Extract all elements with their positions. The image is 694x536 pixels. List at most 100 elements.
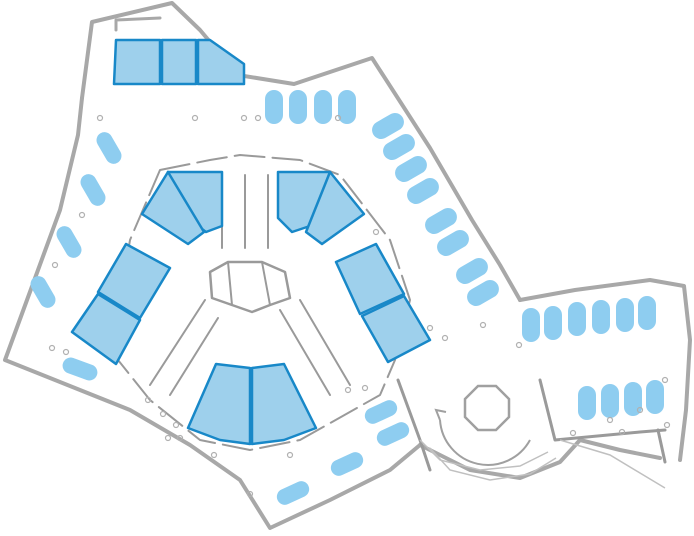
parking-slot [330, 452, 364, 476]
parking-slot [96, 132, 122, 164]
stair-outline [419, 439, 666, 489]
column-marker [344, 386, 352, 394]
column-marker [51, 261, 59, 269]
outer-wall-southeast [418, 438, 662, 480]
corridor-southwest-2 [169, 317, 219, 396]
outer-walls [3, 1, 692, 530]
column-marker [426, 324, 434, 332]
parking-slot [592, 300, 610, 334]
column-marker [172, 421, 180, 429]
room-ne-b [304, 170, 366, 246]
parking-slot [62, 357, 98, 381]
stair-line [419, 439, 549, 471]
parking-slot [638, 296, 656, 330]
parking-slot [395, 156, 427, 182]
outer-wall-east-wing [518, 278, 692, 462]
east-wing-column [656, 428, 667, 464]
parking-slot [289, 90, 307, 124]
octagon-core-icon [463, 384, 511, 432]
parking-slot [646, 380, 664, 414]
parking-slot [616, 298, 634, 332]
column-marker [246, 490, 254, 498]
parking-slots [30, 90, 664, 505]
column-marker [240, 114, 248, 122]
column-marker [164, 434, 172, 442]
parking-slot [624, 382, 642, 416]
room-ne-a [276, 170, 332, 234]
column-marker [441, 334, 449, 342]
parking-slot [456, 258, 488, 284]
parking-slot [601, 384, 619, 418]
column-marker [372, 228, 380, 236]
parking-slot [544, 306, 562, 340]
room-north-1 [112, 38, 162, 86]
parking-slot [372, 113, 404, 139]
column-marker [254, 114, 262, 122]
room-south-2 [250, 362, 318, 446]
column-marker [78, 211, 86, 219]
column-marker [361, 384, 369, 392]
column-marker [334, 114, 342, 122]
circulation-ring [439, 419, 531, 466]
outer-wall-west [3, 96, 422, 530]
parking-slot [80, 174, 106, 206]
parking-slot [364, 400, 398, 424]
parking-slot [467, 280, 499, 306]
room-north-2 [160, 38, 198, 86]
column-marker [96, 114, 104, 122]
column-marker [210, 451, 218, 459]
parking-slot [338, 90, 356, 124]
column-markers [48, 114, 671, 498]
parking-slot [314, 90, 332, 124]
central-core [208, 260, 292, 314]
column-marker [176, 434, 184, 442]
room-east-1 [334, 242, 406, 316]
parking-slot [56, 226, 82, 258]
parking-slot [265, 90, 283, 124]
parking-slot [30, 276, 56, 308]
column-marker [159, 410, 167, 418]
column-marker [62, 348, 70, 356]
room-west-2 [70, 292, 142, 366]
parking-slot [276, 481, 310, 505]
rooms [70, 38, 432, 446]
column-marker [286, 451, 294, 459]
circulation-arrow-icon [434, 408, 447, 421]
column-marker [191, 114, 199, 122]
corridor-southeast-2 [299, 299, 351, 386]
column-marker [144, 396, 152, 404]
room-south-1 [186, 362, 252, 446]
parking-slot [383, 134, 415, 160]
column-marker [48, 344, 56, 352]
room-east-2 [360, 294, 432, 364]
column-marker [636, 406, 644, 414]
room-west-1 [96, 242, 172, 320]
parking-slot [437, 229, 469, 256]
east-wing-inner [538, 378, 667, 442]
parking-slot [376, 422, 410, 446]
column-marker [479, 321, 487, 329]
core-partition-1 [227, 261, 233, 306]
octagon-core [434, 384, 531, 466]
corridor-southwest [149, 299, 206, 386]
column-marker [606, 416, 614, 424]
column-marker [618, 428, 626, 436]
parking-slot [578, 386, 596, 420]
parking-slot [568, 302, 586, 336]
column-marker [569, 429, 577, 437]
parking-slot [407, 178, 439, 204]
stair-line [429, 447, 557, 481]
column-marker [661, 376, 669, 384]
column-marker [515, 341, 523, 349]
room-north-3 [196, 38, 246, 86]
north-wing-wall [114, 16, 162, 32]
parking-slot [425, 208, 457, 234]
corridor-southeast [279, 309, 331, 396]
parking-slot [522, 308, 540, 342]
room-nw-b [140, 170, 206, 246]
core-partition-2 [261, 261, 271, 306]
column-marker [663, 421, 671, 429]
stair-line [559, 439, 666, 489]
outer-wall-north [80, 1, 522, 302]
